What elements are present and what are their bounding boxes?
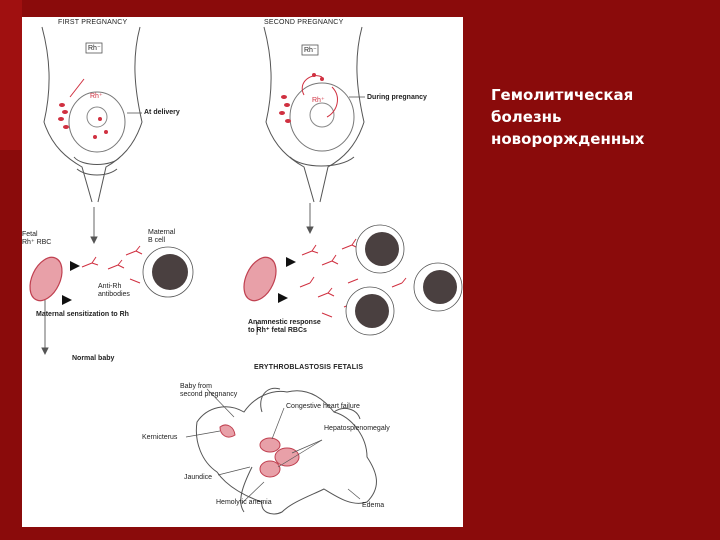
first-arrow-up <box>69 78 85 98</box>
anti-rh-label: Anti-Rh antibodies <box>98 283 130 298</box>
antigen-marker-1a <box>70 261 80 271</box>
during-pregnancy-label: During pregnancy <box>367 94 427 101</box>
rh-box-1 <box>85 42 103 54</box>
second-pregnancy-torso <box>263 26 365 203</box>
maternal-b-cell-label: Maternal B cell <box>148 229 176 244</box>
anamnestic-label: Anamnestic response to Rh⁺ fetal RBCs <box>248 319 321 334</box>
background-accent-band <box>0 0 22 150</box>
second-fetal-rbcs <box>279 73 324 123</box>
first-fetal-rbcs <box>58 103 108 139</box>
heart-region <box>259 437 281 453</box>
chf-label: Congestive heart failure <box>286 403 360 410</box>
spleen-region <box>259 460 281 478</box>
erythroblastosis-label: ERYTHROBLASTOSIS FETALIS <box>254 364 364 371</box>
fetal-rbc-1 <box>29 256 63 302</box>
antigen-marker-1b <box>62 295 72 305</box>
leader-lines <box>185 388 361 504</box>
kernicterus-label: Kernicterus <box>142 434 178 441</box>
rh-pos-label-2: Rh⁺ <box>312 97 325 104</box>
liver-region <box>274 447 300 467</box>
diagram-figure: FIRST PREGNANCY SECOND PREGNANCY Rh⁻ Rh⁻… <box>22 17 463 527</box>
baby-from-label: Baby from second pregnancy <box>180 383 238 398</box>
jaundice-label: Jaundice <box>184 474 213 481</box>
maternal-sensitization-label: Maternal sensitization to Rh <box>36 311 129 318</box>
normal-baby-label: Normal baby <box>72 355 115 362</box>
first-pregnancy-torso <box>41 26 143 203</box>
fetal-rbc-label: Fetal Rh⁺ RBC <box>22 231 52 246</box>
b-cell-nucleus-1 <box>152 254 188 290</box>
hepatosplenomegaly-label: Hepatosplenomegaly <box>324 425 390 432</box>
rh-neg-label-1: Rh⁻ <box>88 45 101 52</box>
fetal-rbc-2 <box>243 256 277 302</box>
baby-outline <box>195 387 377 515</box>
rh-neg-label-2: Rh⁻ <box>304 47 317 54</box>
diagram-drawing <box>29 26 463 515</box>
at-delivery-label: At delivery <box>144 109 180 116</box>
anti-rh-antibodies-1 <box>81 245 143 284</box>
b-cell-2a <box>365 232 399 266</box>
edema-label: Edema <box>362 502 385 509</box>
first-pregnancy-label: FIRST PREGNANCY <box>58 19 128 26</box>
b-cell-2c <box>355 294 389 328</box>
hemolytic-anemia-label: Hemolytic anemia <box>216 499 272 506</box>
rh-box-2 <box>301 44 319 56</box>
kernicterus-region <box>219 424 236 438</box>
b-cell-2b <box>423 270 457 304</box>
rh-pos-label-1: Rh⁺ <box>90 93 103 100</box>
second-pregnancy-label: SECOND PREGNANCY <box>264 19 344 26</box>
slide-title: Гемолитическая болезнь новороржденных <box>491 86 645 148</box>
